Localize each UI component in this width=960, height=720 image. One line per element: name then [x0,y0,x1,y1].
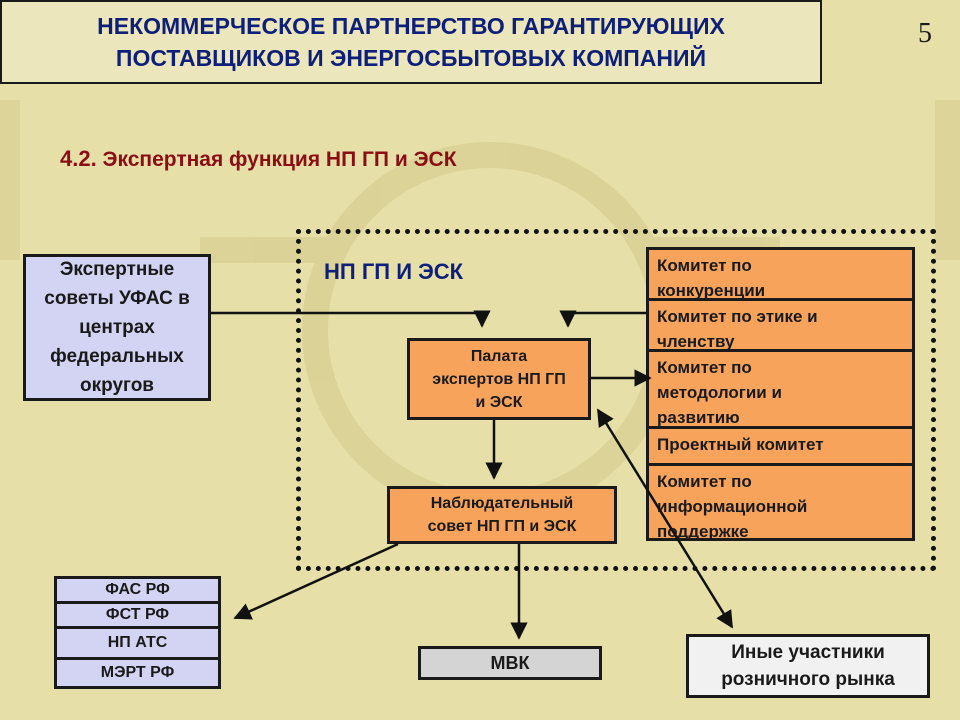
regulator-np-ats: НП АТС [54,626,221,660]
expert-chamber-box: Палата экспертов НП ГП и ЭСК [407,338,591,420]
expert-councils-line2: советы УФАС в [44,288,190,309]
committee-ethics-line2: членству [657,332,735,351]
regulator-mert-label: МЭРТ РФ [100,664,175,681]
regulator-np-ats-label: НП АТС [107,634,168,651]
expert-councils-line5: округов [80,375,154,396]
regulator-mert: МЭРТ РФ [54,657,221,689]
supervisory-line2: совет НП ГП и ЭСК [427,518,577,535]
committee-info-line3: поддержке [657,522,749,541]
committee-methodology: Комитет по методологии и развитию [646,349,915,429]
regulator-fst-label: ФСТ РФ [105,606,170,623]
committee-project-line1: Проектный комитет [657,435,824,454]
committee-info-line1: Комитет по [657,472,752,491]
committee-competition-line2: конкуренции [657,281,766,300]
expert-chamber-line3: и ЭСК [475,393,523,411]
expert-councils-box: Экспертные советы УФАС в центрах федерал… [23,254,211,401]
header-title-line2: ПОСТАВЩИКОВ И ЭНЕРГОСБЫТОВЫХ КОМПАНИЙ [115,45,707,71]
expert-councils-line3: центрах [79,317,155,338]
regulator-fas-label: ФАС РФ [105,581,170,598]
mvk-label: МВК [490,652,530,673]
committee-competition-line1: Комитет по [657,256,752,275]
expert-chamber-line2: экспертов НП ГП [432,370,566,388]
committee-ethics-line1: Комитет по этике и [657,307,818,326]
other-participants-line1: Иные участники [731,642,885,663]
header-title-box: НЕКОММЕРЧЕСКОЕ ПАРТНЕРСТВО ГАРАНТИРУЮЩИХ… [0,0,822,84]
committee-competition: Комитет по конкуренции [646,247,915,301]
regulator-fas: ФАС РФ [54,576,221,604]
regulator-fst: ФСТ РФ [54,601,221,629]
committee-project: Проектный комитет [646,426,915,466]
supervisory-line1: Наблюдательный [430,495,574,512]
other-participants-line2: розничного рынка [721,669,895,690]
expert-councils-line4: федеральных [50,346,184,367]
mvk-box: МВК [418,646,602,680]
committee-ethics: Комитет по этике и членству [646,298,915,352]
section-title-text: Экспертная функция НП ГП и ЭСК [102,148,457,171]
supervisory-council-box: Наблюдательный совет НП ГП и ЭСК [387,486,617,544]
expert-councils-line1: Экспертные [59,259,175,280]
committee-methodology-line2: методологии и [657,383,782,402]
section-number: 4.2. [60,146,97,171]
committee-methodology-line1: Комитет по [657,358,752,377]
committee-info-support: Комитет по информационной поддержке [646,463,915,541]
section-title: 4.2. Экспертная функция НП ГП и ЭСК [60,146,457,172]
page-number: 5 [918,18,932,49]
org-label: НП ГП И ЭСК [324,259,464,284]
other-participants-box: Иные участники розничного рынка [686,634,930,698]
committee-info-line2: информационной [657,497,808,516]
expert-chamber-line1: Палата [470,347,528,365]
header-title-line1: НЕКОММЕРЧЕСКОЕ ПАРТНЕРСТВО ГАРАНТИРУЮЩИХ [97,13,725,39]
